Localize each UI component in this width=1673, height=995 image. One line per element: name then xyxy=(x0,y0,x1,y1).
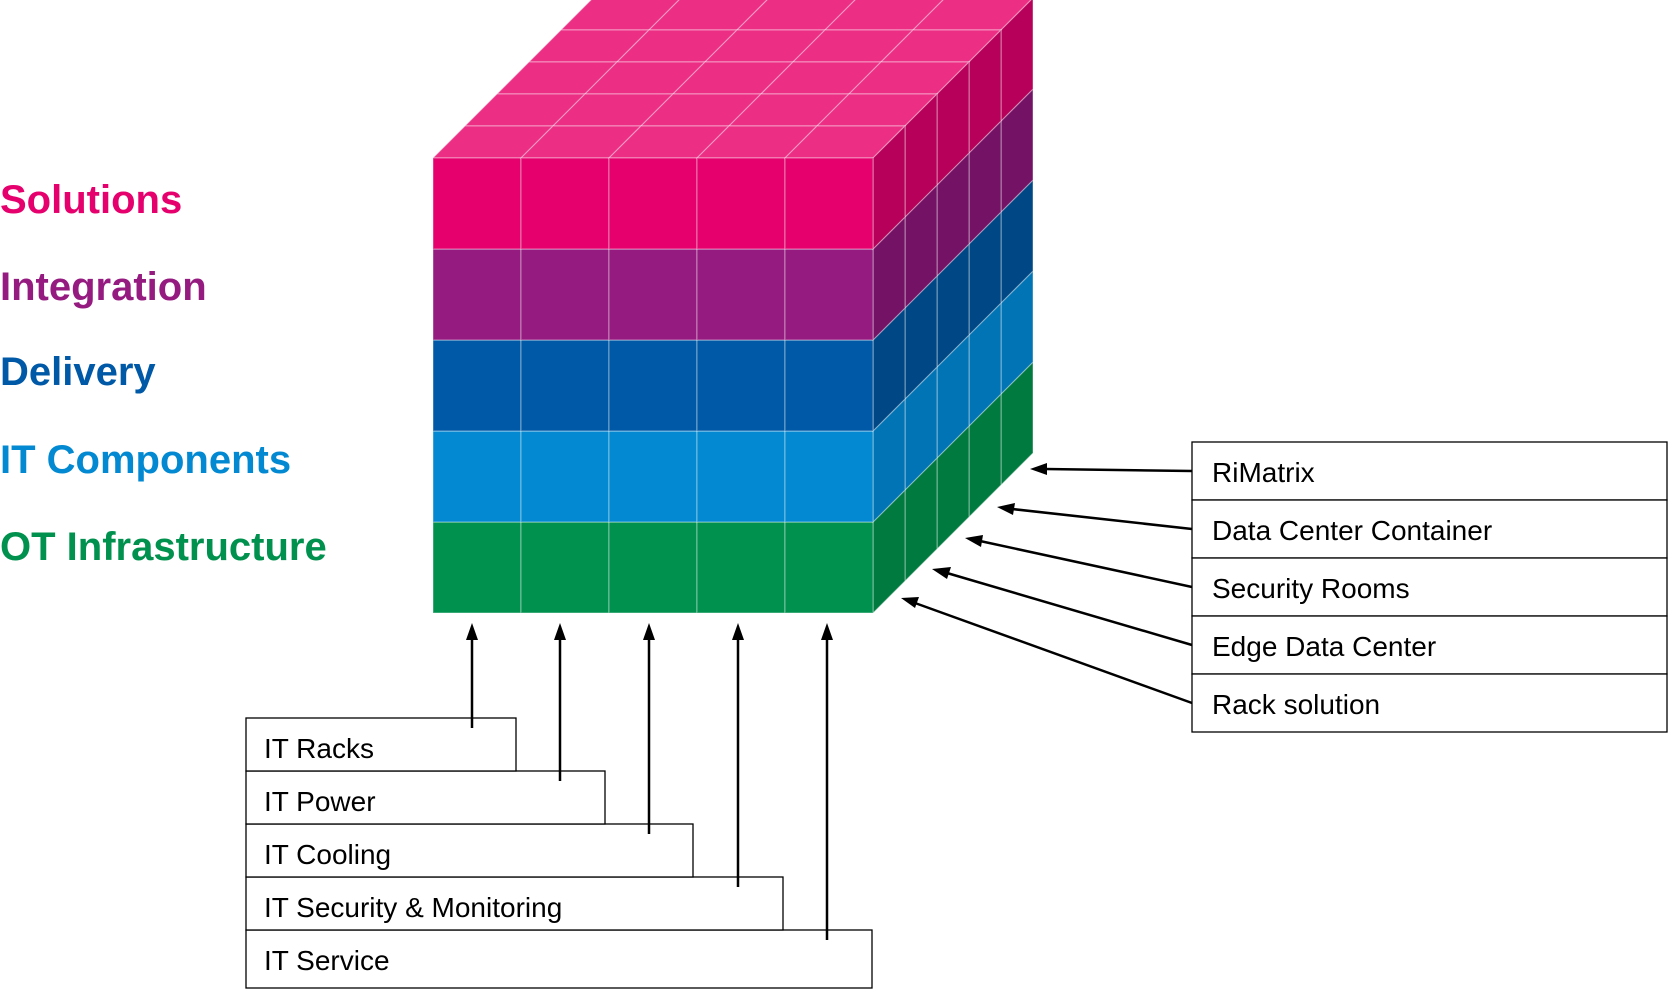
arrow-rimatrix xyxy=(1030,463,1193,475)
arrow-head-icon xyxy=(643,623,655,640)
component-box-label: IT Service xyxy=(264,945,390,976)
cube-front-face xyxy=(432,157,522,250)
solution-box-label: Data Center Container xyxy=(1212,515,1492,546)
component-box-it-power: IT Power xyxy=(245,770,606,825)
arrow-head-icon xyxy=(1030,463,1047,475)
arrow-it-cooling xyxy=(643,623,655,834)
cube-front-face xyxy=(608,521,698,614)
solution-box-label: Security Rooms xyxy=(1212,573,1410,604)
solution-box-list: RiMatrix Data Center Container Security … xyxy=(1191,441,1668,733)
solution-box-data-center-container: Data Center Container xyxy=(1191,499,1668,559)
cube-front-face xyxy=(696,430,786,523)
cube-front-face xyxy=(696,157,786,250)
solution-box-edge-data-center: Edge Data Center xyxy=(1191,615,1668,675)
arrow-head-icon xyxy=(901,597,919,608)
arrow-it-service xyxy=(821,623,833,940)
cube-front-face xyxy=(432,339,522,432)
component-box-label: IT Racks xyxy=(264,733,374,764)
solution-box-security-rooms: Security Rooms xyxy=(1191,557,1668,617)
arrow-data-center-container xyxy=(997,503,1193,531)
layer-label-delivery: Delivery xyxy=(0,350,156,394)
solution-box-rack-solution: Rack solution xyxy=(1191,673,1668,733)
arrows xyxy=(466,463,1193,940)
cube-front-face xyxy=(696,521,786,614)
cube-front-face xyxy=(784,157,874,250)
cube-front-face xyxy=(696,339,786,432)
cube-front-face xyxy=(608,339,698,432)
arrow-it-security-monitoring xyxy=(732,623,744,887)
layer-label-integration: Integration xyxy=(0,265,207,309)
layered-cube xyxy=(431,0,1034,615)
arrow-security-rooms xyxy=(965,535,1193,589)
component-box-it-racks: IT Racks xyxy=(245,717,517,772)
component-box-list: IT Service IT Security & Monitoring IT C… xyxy=(245,717,873,989)
cube-front-face xyxy=(608,430,698,523)
cube-front-face xyxy=(784,339,874,432)
cube-front-face xyxy=(520,430,610,523)
solution-box-label: Rack solution xyxy=(1212,689,1380,720)
cube-front-face xyxy=(520,339,610,432)
solution-box-label: RiMatrix xyxy=(1212,457,1315,488)
arrow-head-icon xyxy=(732,623,744,640)
cube-front-face xyxy=(520,157,610,250)
arrow-head-icon xyxy=(466,623,478,640)
component-box-label: IT Security & Monitoring xyxy=(264,892,562,923)
layer-label-it-components: IT Components xyxy=(0,438,291,482)
cube-front-face xyxy=(520,248,610,341)
arrow-head-icon xyxy=(554,623,566,640)
cube-front-face xyxy=(432,248,522,341)
layer-label-solutions: Solutions xyxy=(0,178,182,222)
cube-front-face xyxy=(608,248,698,341)
cube-front-face xyxy=(608,157,698,250)
component-box-label: IT Power xyxy=(264,786,376,817)
cube-front-face xyxy=(520,521,610,614)
arrow-head-icon xyxy=(997,503,1015,515)
layer-label-ot-infrastructure: OT Infrastructure xyxy=(0,525,327,569)
arrow-it-power xyxy=(554,623,566,781)
cube-front-face xyxy=(784,248,874,341)
cube-front-face xyxy=(784,430,874,523)
arrow-rack-solution xyxy=(901,597,1193,705)
arrow-head-icon xyxy=(965,535,983,547)
component-box-it-security-monitoring: IT Security & Monitoring xyxy=(245,876,784,931)
arrow-edge-data-center xyxy=(932,567,1193,647)
cube-front-face xyxy=(696,248,786,341)
cube-front-face xyxy=(432,521,522,614)
solution-box-label: Edge Data Center xyxy=(1212,631,1436,662)
component-box-it-service: IT Service xyxy=(245,929,873,989)
arrow-it-racks xyxy=(466,623,478,728)
solution-box-rimatrix: RiMatrix xyxy=(1191,441,1668,501)
cube-front-face xyxy=(432,430,522,523)
arrow-head-icon xyxy=(932,567,951,579)
cube-front-face xyxy=(784,521,874,614)
component-box-it-cooling: IT Cooling xyxy=(245,823,694,878)
layer-labels: Solutions Integration Delivery IT Compon… xyxy=(0,178,327,569)
arrow-head-icon xyxy=(821,623,833,640)
component-box-label: IT Cooling xyxy=(264,839,391,870)
